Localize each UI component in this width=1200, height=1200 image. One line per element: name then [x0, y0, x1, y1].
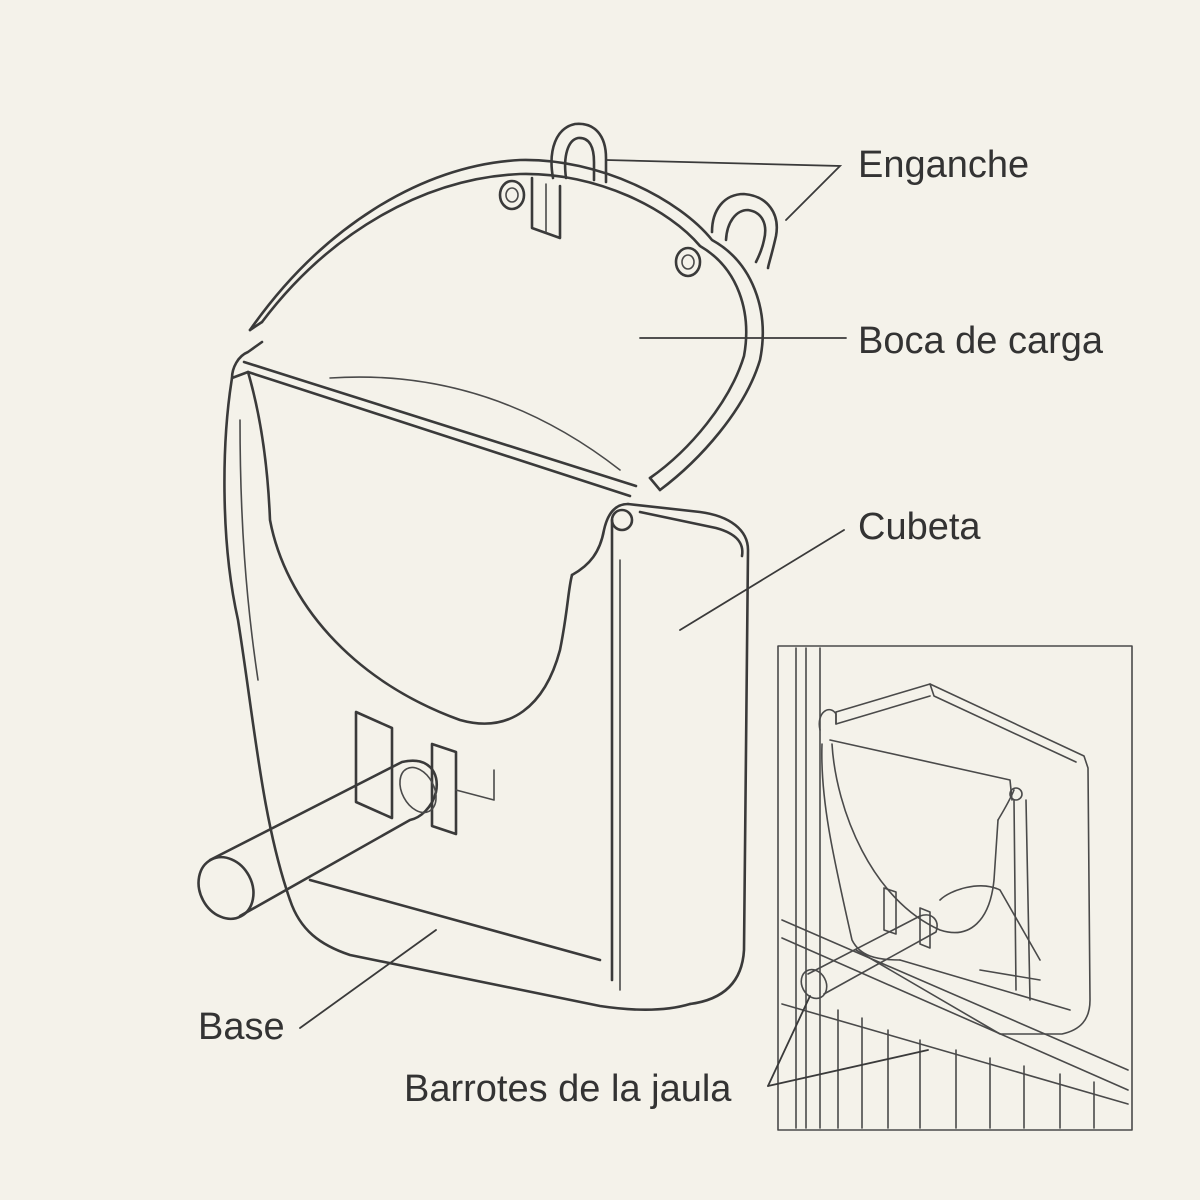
label-boca-de-carga: Boca de carga: [858, 320, 1104, 362]
leader-lines: [299, 159, 929, 1087]
label-base: Base: [198, 1006, 285, 1048]
leader-barrotes-1: [767, 995, 811, 1087]
leader-enganche: [605, 159, 843, 221]
label-enganche: Enganche: [858, 144, 1030, 186]
cage-bars: [781, 647, 1129, 1129]
leader-base: [299, 929, 437, 1029]
hook-right: [710, 192, 779, 270]
perch: [197, 759, 439, 921]
inset-panel: [777, 645, 1133, 1131]
leader-cubeta: [679, 529, 845, 631]
leader-barrotes-2: [767, 1049, 929, 1087]
label-barrotes-de-la-jaula: Barrotes de la jaula: [404, 1068, 732, 1110]
label-cubeta: Cubeta: [858, 506, 981, 548]
main-feeder: [197, 122, 779, 1011]
cup-body: [223, 340, 750, 1011]
inset-feeder: [800, 683, 1091, 1035]
hook-left: [550, 122, 608, 184]
lid: [248, 158, 764, 492]
